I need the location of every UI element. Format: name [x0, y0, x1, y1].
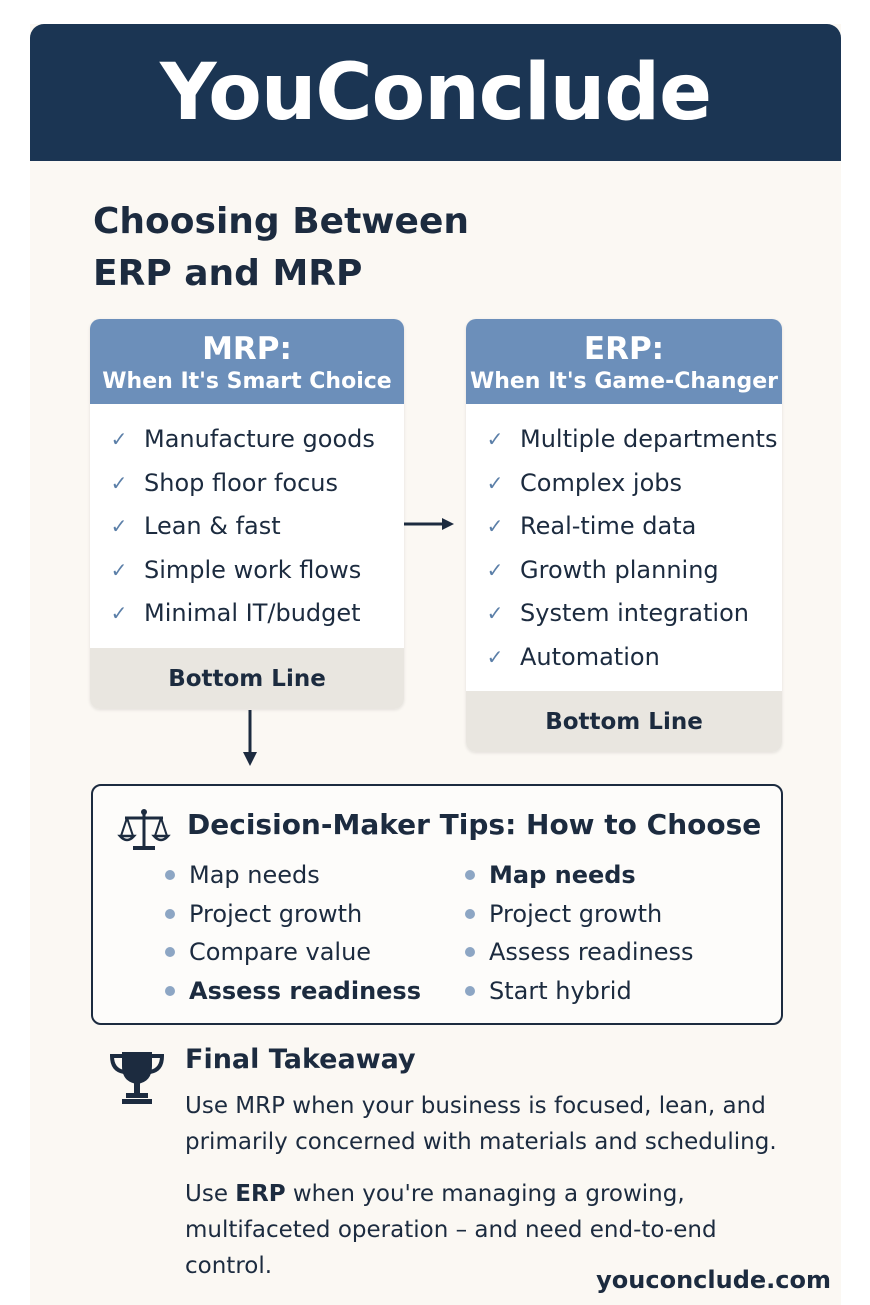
- takeaway-erp-prefix: Use: [185, 1181, 236, 1207]
- list-item: ✓ Simple work flows: [110, 549, 404, 593]
- bullet-icon: [465, 985, 475, 996]
- list-item: ✓ Growth planning: [486, 549, 782, 593]
- list-item: ✓ Minimal IT/budget: [110, 592, 404, 636]
- check-icon: ✓: [110, 557, 128, 582]
- tip-label: Map needs: [489, 861, 636, 889]
- arrow-down-icon: [243, 710, 257, 766]
- erp-card-header: ERP: When It's Game-Changer: [466, 319, 782, 404]
- bullet-icon: [165, 985, 175, 996]
- brand-logo: YouConclude: [159, 47, 712, 138]
- bullet-icon: [165, 870, 175, 881]
- erp-card-title: ERP:: [583, 331, 665, 367]
- list-item: ✓ Manufacture goods: [110, 418, 404, 462]
- erp-item-label: Complex jobs: [520, 468, 682, 497]
- erp-item-label: Growth planning: [520, 555, 719, 584]
- check-icon: ✓: [486, 427, 504, 451]
- list-item: ✓ Complex jobs: [486, 462, 782, 506]
- check-icon: ✓: [110, 514, 128, 538]
- tip-label: Start hybrid: [489, 976, 632, 1005]
- check-icon: ✓: [110, 601, 128, 625]
- bullet-icon: [465, 908, 475, 919]
- erp-card-subtitle: When It's Game-Changer: [469, 369, 779, 394]
- bullet-icon: [465, 947, 475, 958]
- erp-item-label: Real-time data: [520, 512, 697, 540]
- tips-title: Decision-Maker Tips: How to Choose: [187, 808, 762, 841]
- mrp-item-label: Shop floor focus: [144, 468, 339, 497]
- mrp-checklist: ✓ Manufacture goods ✓ Shop floor focus ✓ Le…: [90, 404, 404, 636]
- decision-tips-box: Decision-Maker Tips: How to Choose Map n…: [91, 784, 783, 1025]
- mrp-card-header: MRP: When It's Smart Choice: [90, 319, 404, 404]
- erp-item-label: Multiple departments: [520, 425, 778, 453]
- erp-item-label: System integration: [520, 599, 749, 627]
- mrp-item-label: Lean & fast: [144, 512, 281, 540]
- list-item: ✓ Real-time data: [486, 505, 782, 549]
- bullet-icon: [165, 947, 175, 958]
- arrow-right-icon: [404, 518, 454, 530]
- tips-left-column: Map needs Project growth Compare value A…: [163, 856, 421, 1010]
- mrp-item-label: Manufacture goods: [144, 425, 375, 453]
- tip-label: Map needs: [189, 861, 320, 889]
- list-item: ✓ Automation: [486, 636, 782, 680]
- check-icon: ✓: [486, 470, 504, 495]
- trophy-icon: [109, 1052, 165, 1104]
- tip-label: Project growth: [189, 899, 363, 928]
- takeaway-mrp-text: Use MRP when your business is focused, l…: [185, 1093, 777, 1155]
- list-item: Project growth: [163, 895, 421, 934]
- bullet-icon: [465, 870, 475, 881]
- erp-bottom-line: Bottom Line: [466, 691, 782, 752]
- list-item: Map needs: [163, 856, 421, 895]
- infographic-page: YouConclude Choosing Between ERP and MRP…: [30, 24, 841, 1305]
- takeaway-erp-text: Use ERP when you're managing a growing, …: [185, 1176, 805, 1284]
- list-item: ✓ Shop floor focus: [110, 462, 404, 506]
- mrp-item-label: Simple work flows: [144, 555, 362, 584]
- mrp-bottom-line: Bottom Line: [90, 648, 404, 709]
- list-item: Compare value: [163, 933, 421, 972]
- list-item: Map needs: [463, 856, 694, 895]
- footer-website: youconclude.com: [596, 1266, 831, 1294]
- tips-right-column: Map needs Project growth Assess readines…: [463, 856, 694, 1010]
- tip-label: Assess readiness: [489, 938, 694, 966]
- takeaway-erp-rest: when you're managing a growing, multifac…: [185, 1181, 717, 1279]
- list-item: Assess readiness: [163, 972, 421, 1011]
- erp-card: ERP: When It's Game-Changer ✓ Multiple de…: [466, 319, 782, 752]
- mrp-card-subtitle: When It's Smart Choice: [102, 369, 392, 394]
- mrp-card-title: MRP:: [202, 331, 292, 367]
- check-icon: ✓: [486, 514, 504, 538]
- bullet-icon: [165, 908, 175, 919]
- tip-label: Assess readiness: [189, 976, 421, 1005]
- page-title: Choosing Between ERP and MRP: [93, 196, 469, 300]
- list-item: Project growth: [463, 895, 694, 934]
- check-icon: ✓: [110, 470, 128, 495]
- list-item: Start hybrid: [463, 972, 694, 1011]
- scale-icon: [117, 809, 171, 850]
- list-item: ✓ Lean & fast: [110, 505, 404, 549]
- takeaway-erp-emphasis: ERP: [235, 1181, 286, 1207]
- check-icon: ✓: [486, 601, 504, 625]
- list-item: ✓ Multiple departments: [486, 418, 782, 462]
- list-item: ✓ System integration: [486, 592, 782, 636]
- page-title-line-1: Choosing Between: [93, 201, 469, 242]
- check-icon: ✓: [486, 644, 504, 669]
- check-icon: ✓: [110, 427, 128, 451]
- takeaway-title: Final Takeaway: [185, 1044, 416, 1075]
- list-item: Assess readiness: [463, 933, 694, 972]
- check-icon: ✓: [486, 557, 504, 582]
- page-title-line-2: ERP and MRP: [93, 253, 363, 294]
- tip-label: Compare value: [189, 938, 372, 966]
- erp-item-label: Automation: [520, 642, 660, 671]
- brand-header: YouConclude: [30, 24, 841, 161]
- tip-label: Project growth: [489, 899, 663, 928]
- mrp-item-label: Minimal IT/budget: [144, 599, 361, 627]
- erp-checklist: ✓ Multiple departments ✓ Complex jobs ✓ Rea…: [466, 404, 782, 679]
- mrp-card: MRP: When It's Smart Choice ✓ Manufacture…: [90, 319, 404, 709]
